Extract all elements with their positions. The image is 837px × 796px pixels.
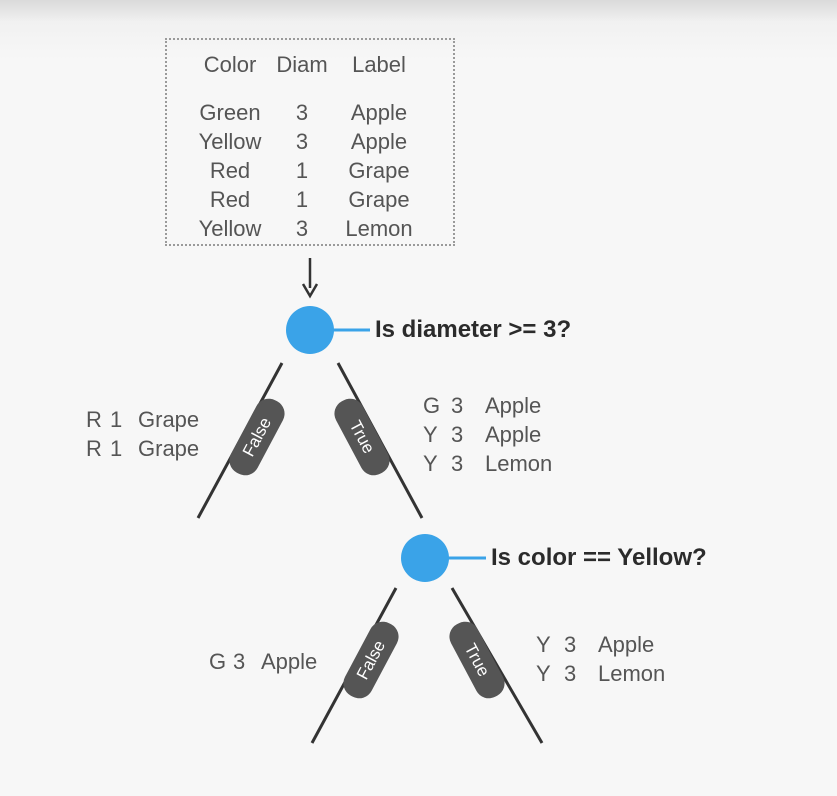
arrow-head-icon [301,283,319,299]
cell-diam: 3 [295,99,309,125]
table-row: Red 1 Grape [190,185,424,214]
table-row: Green 3 Apple [190,98,424,127]
row-color: Y [536,632,551,657]
node2-question: Is color == Yellow? [491,544,707,571]
decision-node-2 [401,534,449,582]
row-diam: 3 [564,661,577,686]
row-label: Apple [598,632,655,657]
row-diam: 1 [110,436,123,461]
row-label: Apple [261,649,318,674]
cell-diam: 3 [295,215,309,241]
cell-diam: 1 [295,186,309,212]
false-tag-1: False [229,398,285,476]
cell-label: Grape [348,157,410,183]
row-color: R [86,407,102,432]
row-color: Y [423,451,438,476]
row-color: G [209,649,227,674]
cell-label: Grape [348,186,410,212]
row-label: Apple [485,422,542,447]
cell-diam: 1 [295,157,309,183]
table-row: Yellow 3 Apple [190,127,424,156]
table-row: Red 1 Grape [190,156,424,185]
cell-color: Red [209,157,251,183]
row-color: Y [423,422,438,447]
cell-label: Lemon [345,215,413,241]
row-label: Lemon [485,451,553,476]
row-diam: 3 [451,393,464,418]
data-table: Color Diam Label Green 3 Apple Yellow 3 … [190,50,424,243]
row-label: Apple [485,393,542,418]
table-row: Yellow 3 Lemon [190,214,424,243]
row-color: Y [536,661,551,686]
cell-diam: 3 [295,128,309,154]
false-tag-2: False [343,621,399,699]
table-header-row: Color Diam Label [190,50,424,98]
node1-question: Is diameter >= 3? [375,316,572,343]
cell-label: Apple [350,99,408,125]
true-tag-1: True [334,398,390,476]
branch-line-true-2 [450,587,544,744]
row-diam: 3 [451,422,464,447]
row-label: Grape [138,436,200,461]
training-data-table: Color Diam Label Green 3 Apple Yellow 3 … [165,38,455,246]
cell-color: Green [199,99,261,125]
cell-label: Apple [350,128,408,154]
header-diam: Diam [276,52,328,77]
row-label: Lemon [598,661,666,686]
row-diam: 3 [451,451,464,476]
row-diam: 3 [233,649,246,674]
row-color: G [423,393,441,418]
header-color: Color [203,52,257,77]
cell-color: Yellow [198,215,262,241]
decision-node-1 [286,306,334,354]
row-color: R [86,436,102,461]
true-tag-2: True [449,621,505,699]
row-diam: 1 [110,407,123,432]
row-label: Grape [138,407,200,432]
cell-color: Yellow [198,128,262,154]
header-label: Label [352,52,406,77]
row-diam: 3 [564,632,577,657]
cell-color: Red [209,186,251,212]
